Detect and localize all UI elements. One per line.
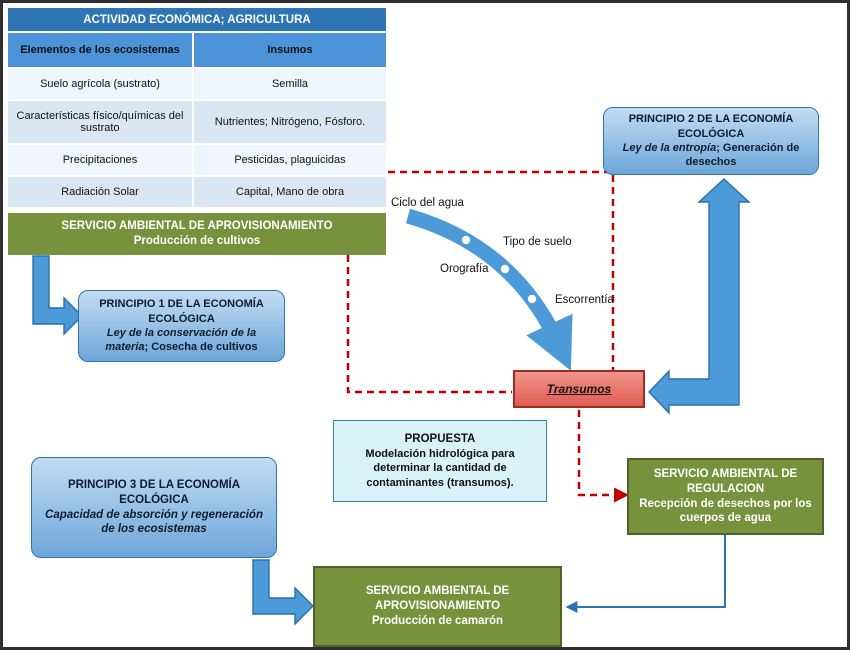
table-cell: Suelo agrícola (sustrato) bbox=[8, 69, 192, 99]
label-soil-type: Tipo de suelo bbox=[503, 236, 572, 248]
principle2-title: PRINCIPIO 2 DE LA ECONOMÍA ECOLÓGICA bbox=[628, 113, 794, 140]
table-cell: Semilla bbox=[194, 69, 386, 99]
dashed-arrow-transumos-to-regulation bbox=[577, 410, 629, 503]
block-arrow-cultivos-to-principle1-icon bbox=[32, 255, 83, 336]
principle1-box: PRINCIPIO 1 DE LA ECONOMÍA ECOLÓGICA Ley… bbox=[78, 290, 285, 362]
curved-flow-arrow-icon bbox=[405, 208, 573, 371]
principle3-title: PRINCIPIO 3 DE LA ECONOMÍA ECOLÓGICA bbox=[67, 478, 241, 506]
proposal-box: PROPUESTA Modelación hidrológica para de… bbox=[333, 420, 547, 502]
table-cell: Precipitaciones bbox=[8, 145, 192, 175]
principle3-box: PRINCIPIO 3 DE LA ECONOMÍA ECOLÓGICA Cap… bbox=[31, 457, 277, 558]
label-orography: Orografía bbox=[440, 263, 489, 275]
table-cell: Nutrientes; Nitrógeno, Fósforo. bbox=[194, 101, 386, 143]
arrow-regulation-to-shrimp bbox=[565, 535, 726, 613]
activity-header: ACTIVIDAD ECONÓMICA; AGRICULTURA bbox=[8, 8, 386, 31]
table-cell: Características físico/químicas del sust… bbox=[8, 101, 192, 143]
table-cell: Radiación Solar bbox=[8, 177, 192, 207]
principle1-title: PRINCIPIO 1 DE LA ECONOMÍA ECOLÓGICA bbox=[99, 298, 264, 325]
label-runoff: Escorrentía bbox=[555, 294, 614, 306]
flow-dot bbox=[527, 294, 537, 304]
table-header-insumos: Insumos bbox=[194, 33, 386, 67]
proposal-body: Modelación hidrológica para determinar l… bbox=[365, 448, 515, 489]
transumos-box: Transumos bbox=[513, 370, 645, 408]
proposal-title: PROPUESTA bbox=[404, 433, 476, 446]
provisioning-crops-line1: SERVICIO AMBIENTAL DE APROVISIONAMIENTO bbox=[61, 220, 333, 233]
principle3-body: Capacidad de absorción y regeneración de… bbox=[45, 508, 263, 536]
table-cell: Capital, Mano de obra bbox=[194, 177, 386, 207]
regulation-line2: Recepción de desechos por los cuerpos de… bbox=[639, 497, 812, 525]
table-header-elementos: Elementos de los ecosistemas bbox=[8, 33, 192, 67]
dashed-connector-table-to-transumos-right bbox=[388, 170, 615, 401]
activity-header-label: ACTIVIDAD ECONÓMICA; AGRICULTURA bbox=[83, 13, 311, 26]
principle2-body: Ley de la entropía; Generación de desech… bbox=[622, 142, 800, 169]
flow-dot bbox=[461, 235, 471, 245]
block-arrow-principle3-to-shrimp-icon bbox=[252, 559, 314, 626]
principle2-box: PRINCIPIO 2 DE LA ECONOMÍA ECOLÓGICA Ley… bbox=[603, 107, 819, 175]
principle1-body: Ley de la conservación de la materia; Co… bbox=[105, 327, 258, 354]
shrimp-box: SERVICIO AMBIENTAL DE APROVISIONAMIENTO … bbox=[313, 566, 562, 647]
label-water-cycle: Ciclo del agua bbox=[391, 197, 464, 209]
dashed-connector-cultivos-to-transumos-left bbox=[346, 255, 512, 394]
block-arrow-transumos-principle2-icon bbox=[648, 178, 751, 415]
flow-dot bbox=[500, 264, 510, 274]
regulation-box: SERVICIO AMBIENTAL DE REGULACION Recepci… bbox=[627, 458, 824, 535]
table-cell: Pesticidas, plaguicidas bbox=[194, 145, 386, 175]
ecosystem-inputs-table: Elementos de los ecosistemas Insumos Sue… bbox=[8, 33, 386, 207]
connector-layer bbox=[32, 170, 751, 626]
regulation-line1: SERVICIO AMBIENTAL DE REGULACION bbox=[653, 467, 798, 495]
provisioning-crops-box: SERVICIO AMBIENTAL DE APROVISIONAMIENTO … bbox=[8, 213, 386, 255]
shrimp-line1: SERVICIO AMBIENTAL DE APROVISIONAMIENTO bbox=[365, 585, 510, 613]
transumos-label: Transumos bbox=[546, 382, 612, 396]
provisioning-crops-line2: Producción de cultivos bbox=[133, 235, 261, 247]
shrimp-line2: Producción de camarón bbox=[371, 614, 503, 627]
